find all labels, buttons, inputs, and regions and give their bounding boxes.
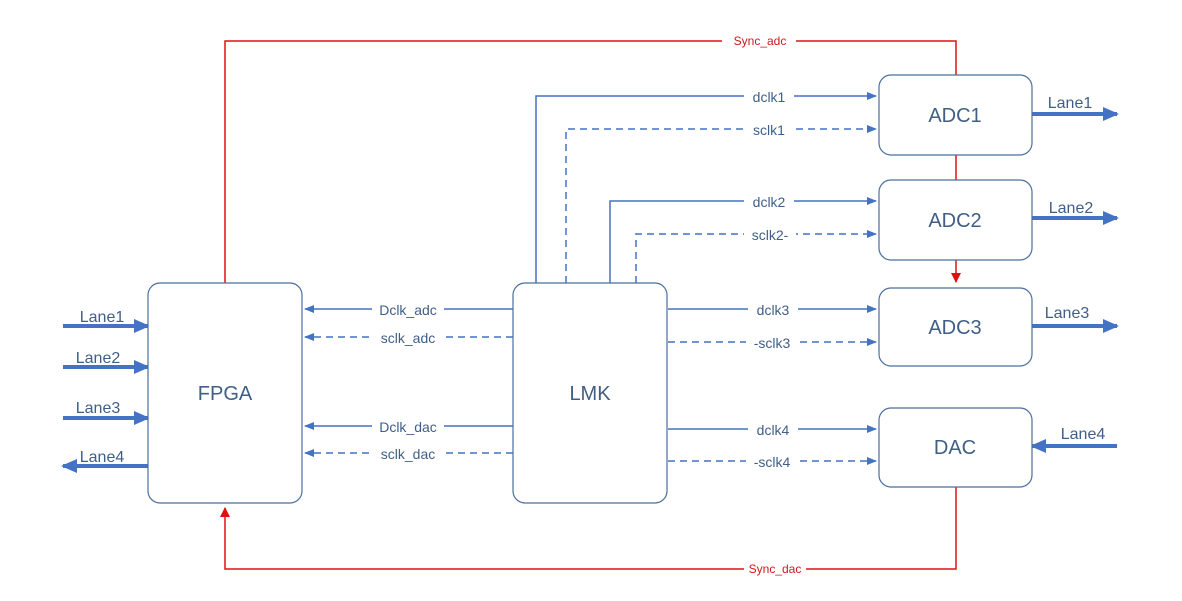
sclk-adc-label: sclk_adc <box>381 330 435 346</box>
adc1-lane-label: Lane1 <box>1048 95 1093 112</box>
fpga-lane1-label: Lane1 <box>80 309 125 326</box>
adc3-lane-label: Lane3 <box>1045 305 1090 322</box>
converter-lanes <box>1030 107 1119 453</box>
sclk1-label: sclk1 <box>753 122 785 138</box>
dclk4-label: dclk4 <box>757 422 790 438</box>
dclk-adc-label: Dclk_adc <box>379 302 437 318</box>
lmk-block: LMK <box>512 282 668 504</box>
adc2-lane-label: Lane2 <box>1049 200 1094 217</box>
fpga-lane2-label: Lane2 <box>76 350 121 367</box>
adc2-label: ADC2 <box>928 210 981 232</box>
adc1-label: ADC1 <box>928 105 981 127</box>
dclk3-label: dclk3 <box>757 302 790 318</box>
lmk-label: LMK <box>569 383 611 405</box>
sclk4-label: -sclk4 <box>754 454 791 470</box>
dclk-dac-label: Dclk_dac <box>379 419 437 435</box>
sclk3-label: -sclk3 <box>754 335 791 351</box>
adc2-block: ADC2 <box>878 179 1033 261</box>
sclk2-label: sclk2- <box>752 227 789 243</box>
dac-block: DAC <box>878 407 1033 488</box>
sclk-dac-label: sclk_dac <box>381 446 435 462</box>
adc3-label: ADC3 <box>928 317 981 339</box>
fpga-label: FPGA <box>198 383 253 405</box>
fpga-lane3-label: Lane3 <box>76 400 121 417</box>
fpga-block: FPGA <box>147 282 303 504</box>
dclk1-label: dclk1 <box>753 89 786 105</box>
dac-label: DAC <box>934 437 976 459</box>
dac-lane-label: Lane4 <box>1061 426 1106 443</box>
dclk2-label: dclk2 <box>753 194 786 210</box>
sync-dac-line <box>220 487 957 570</box>
sync-adc-line <box>224 40 961 283</box>
adc1-block: ADC1 <box>878 74 1033 156</box>
fpga-lane4-label: Lane4 <box>80 449 125 466</box>
adc3-block: ADC3 <box>878 287 1033 367</box>
sync-adc-label: Sync_adc <box>734 34 787 48</box>
fpga-lanes <box>61 319 150 473</box>
sync-dac-label: Sync_dac <box>749 562 802 576</box>
